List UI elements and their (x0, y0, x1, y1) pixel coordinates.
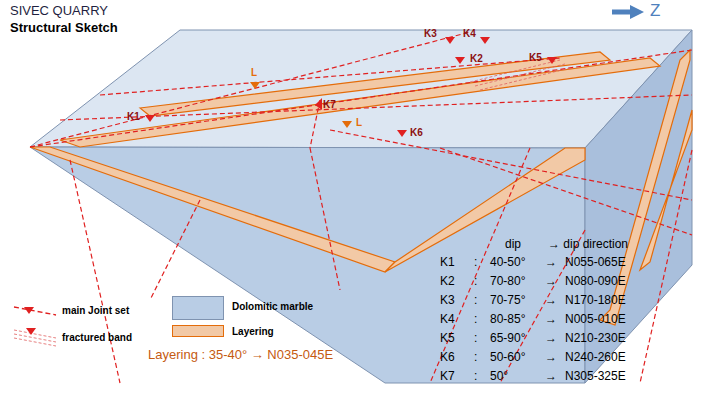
joint-label: K7 (323, 99, 336, 111)
table-header: → dip direction (548, 238, 628, 252)
joint-label: K4 (463, 28, 476, 40)
table-cell: K2 (440, 275, 455, 289)
table-cell: : (474, 370, 477, 384)
table-cell: 40-50° (490, 256, 526, 270)
table-cell: → (545, 275, 557, 289)
table-cell: N080-090E (565, 275, 626, 289)
table-cell: → (545, 370, 557, 384)
table-cell: 65-90° (490, 332, 526, 346)
joint-label: K2 (470, 53, 483, 65)
table-cell: N055-065E (565, 256, 626, 270)
table-cell: : (474, 294, 477, 308)
joint-label: K1 (127, 111, 140, 123)
table-cell: → (545, 332, 557, 346)
table-cell: 70-75° (490, 294, 526, 308)
table-cell: 50-60° (490, 351, 526, 365)
table-cell: K1 (440, 256, 455, 270)
table-cell: 70-80° (490, 275, 526, 289)
table-cell: N170-180E (565, 294, 626, 308)
legend-text: Layering (232, 326, 274, 338)
joint-label: K5 (529, 52, 542, 64)
table-cell: : (474, 313, 477, 327)
north-arrow-label: Z (650, 1, 660, 21)
table-cell: : (474, 275, 477, 289)
table-cell: → (545, 294, 557, 308)
layering-note: Layering : 35-40° → N035-045E (148, 348, 333, 363)
table-cell: → (545, 351, 557, 365)
table-cell: K6 (440, 351, 455, 365)
legend-text: fractured band (62, 332, 132, 344)
subtitle: Structural Sketch (10, 21, 118, 36)
table-cell: → (545, 313, 557, 327)
table-cell: N240-260E (565, 351, 626, 365)
table-header: dip (505, 238, 521, 252)
layer-label: L (251, 67, 257, 79)
title: SIVEC QUARRY (10, 4, 108, 19)
layer-label: L (356, 117, 362, 129)
legend-text: main Joint set (62, 305, 129, 317)
table-cell: : (474, 256, 477, 270)
joint-label: K6 (410, 127, 423, 139)
table-cell: N210-230E (565, 332, 626, 346)
table-cell: : (474, 351, 477, 365)
table-cell: N005-010E (565, 313, 626, 327)
table-cell: 80-85° (490, 313, 526, 327)
table-cell: N305-325E (565, 370, 626, 384)
table-cell: K3 (440, 294, 455, 308)
table-cell: 50° (490, 370, 508, 384)
table-cell: K4 (440, 313, 455, 327)
table-cell: : (474, 332, 477, 346)
table-cell: K7 (440, 370, 455, 384)
legend-swatch (172, 325, 224, 337)
table-cell: K5 (440, 332, 455, 346)
joint-label: K3 (424, 28, 437, 40)
legend-swatch (172, 296, 224, 320)
table-cell: → (545, 256, 557, 270)
legend-text: Dolomitic marble (232, 301, 313, 313)
